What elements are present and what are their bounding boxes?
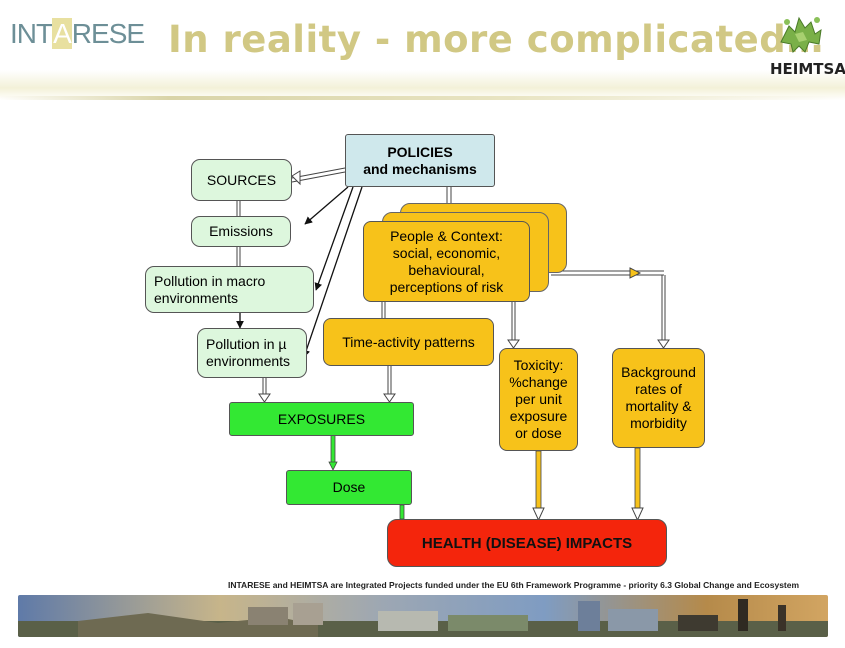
photo-banner: [18, 595, 828, 637]
health-impacts-box: HEALTH (DISEASE) IMPACTS: [387, 519, 667, 567]
dose-box: Dose: [286, 470, 412, 505]
sources-box: SOURCES: [191, 159, 292, 201]
heimtsa-logo-text: HEIMTSA: [770, 60, 845, 78]
header-band: [0, 0, 845, 100]
exposures-box: EXPOSURES: [229, 402, 414, 436]
people-context-box: People & Context:social, economic,behavi…: [363, 221, 530, 302]
time-activity-box: Time-activity patterns: [323, 318, 494, 366]
intarese-logo: INTARESE: [10, 18, 145, 49]
emissions-box: Emissions: [191, 216, 291, 247]
slide-title: In reality - more complicated…: [168, 18, 824, 61]
puzzle-tree-icon: [780, 16, 822, 53]
footer-funding-note: INTARESE and HEIMTSA are Integrated Proj…: [228, 580, 800, 590]
header-divider: [0, 96, 845, 100]
